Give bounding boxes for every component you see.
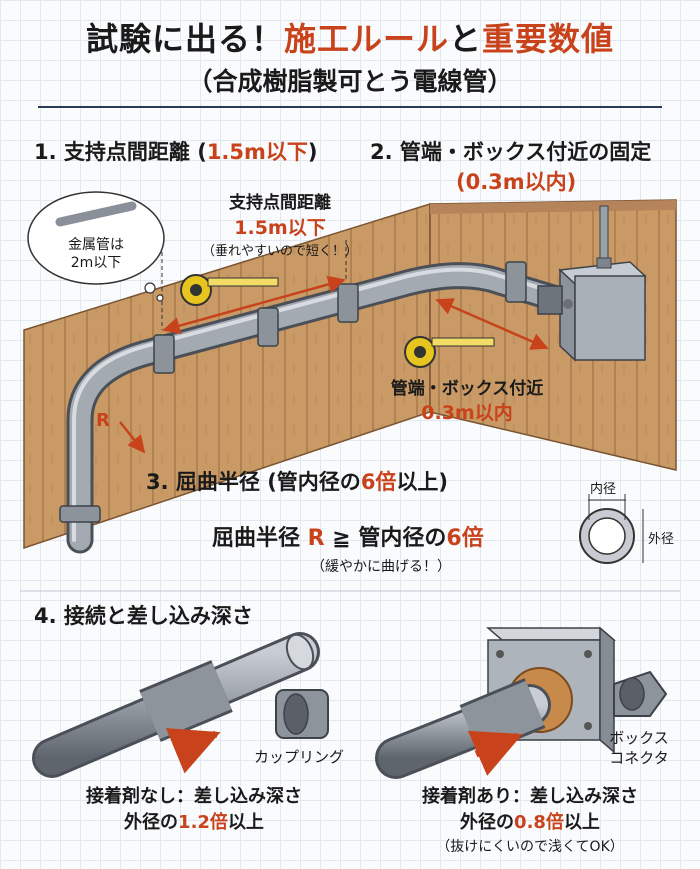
radius-formula: 屈曲半径 R ≧ 管内径の6倍 xyxy=(212,520,484,552)
page-title: 試験に出る！施工ルールと重要数値 xyxy=(0,14,700,60)
inner-diameter-label: 内径 xyxy=(590,482,617,497)
formula-c: ≧ 管内径の xyxy=(324,526,447,551)
box-distance-arrow xyxy=(435,298,549,350)
span-label-title: 支持点間距離 xyxy=(229,193,331,213)
connector-label-2: コネクタ xyxy=(609,749,669,767)
radius-arrow xyxy=(119,421,146,454)
bubble-line-2: 2m以下 xyxy=(70,255,122,271)
section1-heading-c: ) xyxy=(307,140,318,164)
title-divider xyxy=(38,106,662,108)
connector-label: ボックス コネクタ xyxy=(594,728,684,768)
box-label-value: 0.3m以内 xyxy=(421,402,513,424)
section3-heading-c: 以上) xyxy=(396,470,449,494)
no-adhesive-b: 1.2倍 xyxy=(178,812,228,833)
adhesive-note: （抜けにくいので浅くてOK） xyxy=(436,839,624,855)
section3-heading-b: 6倍 xyxy=(360,470,397,494)
span-arrow xyxy=(162,275,346,335)
page-subtitle: （合成樹脂製可とう電線管） xyxy=(187,67,513,96)
outer-diameter-label: 外径 xyxy=(648,532,675,547)
title-part-4: 重要数値 xyxy=(482,20,615,58)
title-part-1: 試験に出る！ xyxy=(85,20,284,58)
adhesive-a: 外径の xyxy=(460,812,515,833)
section1-heading-a: 1. 支持点間距離 ( xyxy=(34,140,207,164)
junction-box xyxy=(537,205,647,362)
formula-b: R xyxy=(307,526,325,551)
coupling-part xyxy=(275,689,329,739)
section2-heading-value: (0.3m以内) xyxy=(456,170,577,194)
adhesive-line2: 外径の0.8倍以上 xyxy=(380,808,680,834)
connector-part xyxy=(613,670,668,717)
section3-heading-a: 3. 屈曲半径 (管内径の xyxy=(146,470,361,494)
pipe-cross-section xyxy=(579,494,644,564)
box-label-title: 管端・ボックス付近 xyxy=(390,379,544,399)
no-adhesive-a: 外径の xyxy=(124,812,179,833)
tape-measure-icon xyxy=(404,336,495,368)
formula-a: 屈曲半径 xyxy=(212,526,308,551)
formula-d: 6倍 xyxy=(446,526,484,551)
section1-heading-b: 1.5m以下 xyxy=(206,140,308,164)
box-connector-illustration xyxy=(375,626,617,779)
thought-bubble xyxy=(27,191,165,302)
span-label-value: 1.5m以下 xyxy=(234,217,326,239)
no-adhesive-c: 以上 xyxy=(227,812,264,833)
no-adhesive-line1: 接着剤なし：差し込み深さ xyxy=(86,786,302,807)
span-label-note: （垂れやすいので短く！） xyxy=(201,244,358,259)
coupling-illustration xyxy=(32,632,320,778)
section2-heading: 2. 管端・ボックス付近の固定 xyxy=(370,140,652,164)
no-adhesive-line2: 外径の1.2倍以上 xyxy=(44,808,344,834)
section4-heading: 4. 接続と差し込み深さ xyxy=(34,604,253,628)
title-part-3: と xyxy=(449,20,483,58)
adhesive-c: 以上 xyxy=(563,812,600,833)
tape-measure-icon xyxy=(180,274,279,306)
formula-note: （緩やかに曲げる！） xyxy=(311,559,451,575)
bubble-text: 金属管は 2m以下 xyxy=(36,236,156,272)
adhesive-b: 0.8倍 xyxy=(514,812,564,833)
section1-heading: 1. 支持点間距離 (1.5m以下) xyxy=(34,136,318,166)
bubble-line-1: 金属管は xyxy=(68,237,124,253)
adhesive-line1: 接着剤あり：差し込み深さ xyxy=(422,786,638,807)
coupling-label: カップリング xyxy=(254,748,345,766)
section3-heading: 3. 屈曲半径 (管内径の6倍以上) xyxy=(146,466,448,496)
radius-mark: R xyxy=(96,410,110,431)
title-part-2: 施工ルール xyxy=(283,20,449,58)
connector-label-1: ボックス xyxy=(609,729,669,747)
